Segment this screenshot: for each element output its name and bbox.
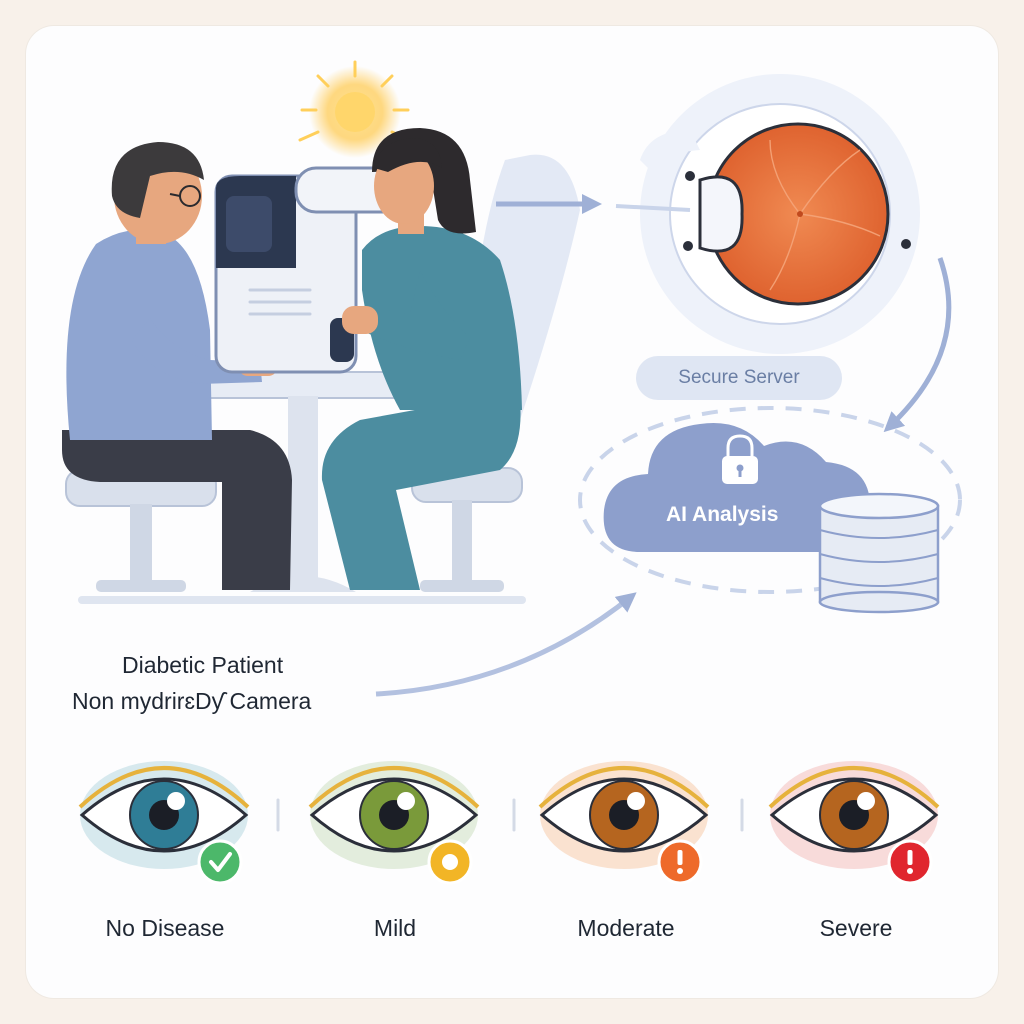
- patient-figure: [62, 142, 292, 590]
- eye-no-disease-icon: [78, 761, 250, 869]
- patient-stool: [65, 469, 217, 592]
- status-exclamation-icon: [887, 839, 933, 885]
- lock-icon: [722, 434, 758, 484]
- cloud-icon: [603, 422, 870, 552]
- operator-figure: [321, 128, 522, 590]
- submit-arrow: [375, 592, 637, 697]
- grade-label-severe: Severe: [819, 915, 893, 941]
- camera-label: Non mydrirɛDƴ Camera: [72, 688, 312, 714]
- fundus-camera: [214, 166, 414, 374]
- status-circle-icon: [427, 839, 473, 885]
- grade-label-no-disease: No Disease: [105, 915, 225, 941]
- grade-dividers: [276, 798, 744, 832]
- eye-moderate-icon: [538, 761, 710, 869]
- upload-arrow: [883, 257, 952, 433]
- database-icon: [818, 492, 940, 614]
- ai-analysis-label: AI Analysis: [666, 503, 779, 526]
- beam-line: [615, 204, 691, 212]
- eye-mild-icon: [308, 761, 480, 869]
- retina-image-icon: [640, 74, 920, 354]
- patient-label: Diabetic Patient: [122, 652, 284, 678]
- floor-line: [78, 596, 526, 604]
- grade-label-mild: Mild: [373, 915, 417, 941]
- grade-label-moderate: Moderate: [577, 915, 675, 941]
- status-exclamation-icon: [657, 839, 703, 885]
- nurse-stool: [411, 467, 523, 592]
- eye-severe-icon: [768, 761, 940, 869]
- server-ring: [578, 406, 962, 594]
- secure-server-badge: Secure Server: [636, 356, 842, 400]
- status-check-icon: [197, 839, 243, 885]
